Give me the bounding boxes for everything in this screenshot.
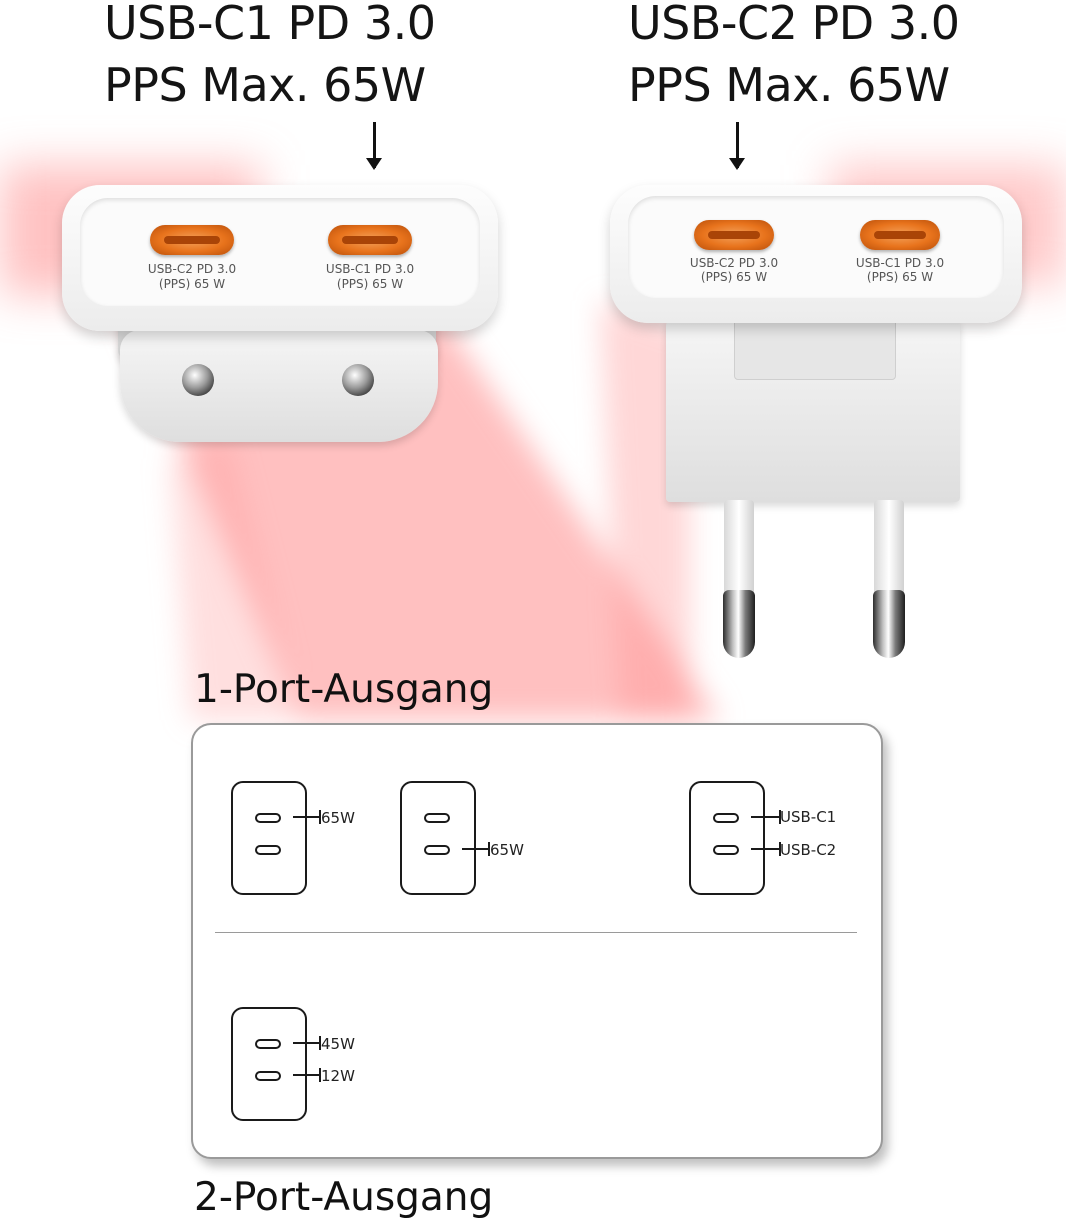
leader-line (751, 810, 781, 824)
usb-c-port-icon (424, 845, 450, 855)
leader-line (293, 1068, 321, 1082)
left-charger-port1-label-2: (PPS) 65 W (158, 277, 226, 291)
right-charger-port-face (628, 196, 1004, 298)
charger-diagram-icon-single-bottom (400, 781, 476, 895)
leader-line (751, 842, 781, 856)
usb-c-port-icon (713, 813, 739, 823)
left-charger-usb-c2-port (150, 225, 234, 255)
right-plug-pin-right (873, 590, 905, 658)
charger-diagram-icon-single-top (231, 781, 307, 895)
left-charger-usb-c1-port (328, 225, 412, 255)
legend-usb-c1: USB-C1 (780, 808, 837, 826)
legend-usb-c2: USB-C2 (780, 841, 837, 859)
left-plug-pin-left (182, 364, 214, 396)
right-charger-plug-flap (734, 318, 896, 380)
usb-c-port-icon (255, 1039, 281, 1049)
left-down-arrow-icon (366, 122, 382, 170)
right-plug-stem-right (874, 500, 904, 596)
usb-c-port-icon (424, 813, 450, 823)
dual-top-wattage: 45W (321, 1035, 355, 1053)
single-top-wattage: 65W (321, 809, 355, 827)
left-charger-port2-label-1: USB-C1 PD 3.0 (325, 262, 415, 276)
output-diagram-panel: 65W 65W USB-C1 USB-C2 45W 12W (191, 723, 883, 1159)
panel-divider (215, 932, 857, 933)
left-heading-line1: USB-C1 PD 3.0 (104, 0, 436, 50)
right-charger-port2-label-2: (PPS) 65 W (866, 270, 934, 284)
usb-c-port-icon (255, 813, 281, 823)
usb-c-port-icon (255, 1071, 281, 1081)
leader-line (293, 1036, 321, 1050)
right-heading-line2: PPS Max. 65W (628, 58, 950, 112)
right-charger-port1-label-2: (PPS) 65 W (700, 270, 768, 284)
leader-line (462, 842, 490, 856)
right-plug-pin-left (723, 590, 755, 658)
charger-diagram-icon-legend (689, 781, 765, 895)
leader-line (293, 810, 321, 824)
left-charger-plug-base (120, 330, 438, 442)
left-charger-port-face (80, 198, 480, 306)
left-charger-port1-label-1: USB-C2 PD 3.0 (147, 262, 237, 276)
right-charger-port1-label-1: USB-C2 PD 3.0 (689, 256, 779, 270)
right-plug-stem-left (724, 500, 754, 596)
right-charger-usb-c2-port (694, 220, 774, 250)
right-charger-usb-c1-port (860, 220, 940, 250)
usb-c-port-icon (255, 845, 281, 855)
usb-c-port-icon (713, 845, 739, 855)
one-port-title: 1-Port-Ausgang (194, 667, 494, 712)
left-heading-line2: PPS Max. 65W (104, 58, 426, 112)
single-bottom-wattage: 65W (490, 841, 524, 859)
left-plug-pin-right (342, 364, 374, 396)
dual-bottom-wattage: 12W (321, 1067, 355, 1085)
right-charger-port2-label-1: USB-C1 PD 3.0 (855, 256, 945, 270)
two-port-title: 2-Port-Ausgang (194, 1175, 494, 1220)
right-heading-line1: USB-C2 PD 3.0 (628, 0, 960, 50)
charger-diagram-icon-dual (231, 1007, 307, 1121)
right-down-arrow-icon (729, 122, 745, 170)
left-charger-port2-label-2: (PPS) 65 W (336, 277, 404, 291)
